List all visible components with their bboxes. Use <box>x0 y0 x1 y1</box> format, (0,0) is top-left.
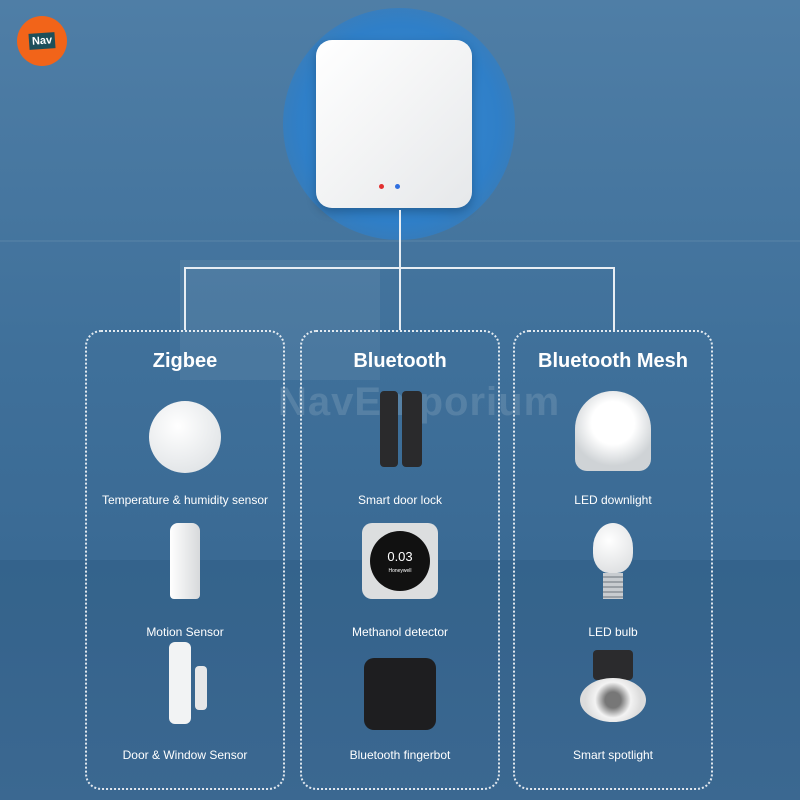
device-item: 0.03 Honeywell Methanol detector <box>302 519 498 639</box>
spotlight-heatsink-icon <box>593 650 633 680</box>
panel-bluetooth: Bluetooth Smart door lock 0.03 Honeywell… <box>300 330 500 790</box>
device-label: Bluetooth fingerbot <box>349 748 451 762</box>
panel-title: Bluetooth <box>353 350 447 372</box>
logo-text: Nav <box>28 32 56 50</box>
downlight-icon <box>575 391 651 471</box>
motion-sensor-icon <box>170 523 200 599</box>
device-label: LED downlight <box>574 493 652 507</box>
device-label: Smart door lock <box>357 493 443 507</box>
connector-line <box>185 267 615 269</box>
bulb-base-icon <box>603 573 623 599</box>
fingerbot-icon <box>364 658 436 730</box>
bulb-icon <box>593 523 633 573</box>
device-item: Door & Window Sensor <box>87 642 283 762</box>
device-item: LED downlight <box>515 387 711 507</box>
device-item: Temperature & humidity sensor <box>87 387 283 507</box>
device-item: LED bulb <box>515 519 711 639</box>
device-label: Smart spotlight <box>572 748 654 762</box>
door-sensor-magnet-icon <box>195 666 207 710</box>
door-sensor-icon <box>169 642 191 724</box>
spotlight-icon <box>580 678 646 722</box>
device-item: Motion Sensor <box>87 519 283 639</box>
panel-title: Zigbee <box>152 350 218 372</box>
detector-reading: 0.03 <box>387 548 413 564</box>
background-window <box>180 260 380 380</box>
device-label: Door & Window Sensor <box>122 748 248 762</box>
door-lock-keypad-icon <box>402 391 422 467</box>
panel-zigbee: Zigbee Temperature & humidity sensor Mot… <box>85 330 285 790</box>
red-led-icon <box>379 184 384 189</box>
device-item: Smart door lock <box>302 387 498 507</box>
nav-logo: Nav <box>17 16 67 66</box>
device-item: Smart spotlight <box>515 642 711 762</box>
panel-title: Bluetooth Mesh <box>538 350 688 372</box>
device-label: Motion Sensor <box>146 625 224 639</box>
device-label: LED bulb <box>588 625 638 639</box>
device-item: Bluetooth fingerbot <box>302 642 498 762</box>
panel-bluetooth-mesh: Bluetooth Mesh LED downlight LED bulb Sm… <box>513 330 713 790</box>
water-sensor-icon <box>149 401 221 473</box>
gateway-hub-icon <box>316 40 472 208</box>
door-lock-icon <box>380 391 398 467</box>
blue-led-icon <box>395 184 400 189</box>
detector-brand: Honeywell <box>388 567 412 574</box>
device-label: Methanol detector <box>351 625 449 639</box>
device-label: Temperature & humidity sensor <box>101 493 269 507</box>
connector-line <box>613 267 615 330</box>
connector-line <box>399 210 401 330</box>
methanol-detector-icon: 0.03 Honeywell <box>362 523 438 599</box>
connector-line <box>184 267 186 330</box>
detector-screen: 0.03 Honeywell <box>370 531 430 591</box>
